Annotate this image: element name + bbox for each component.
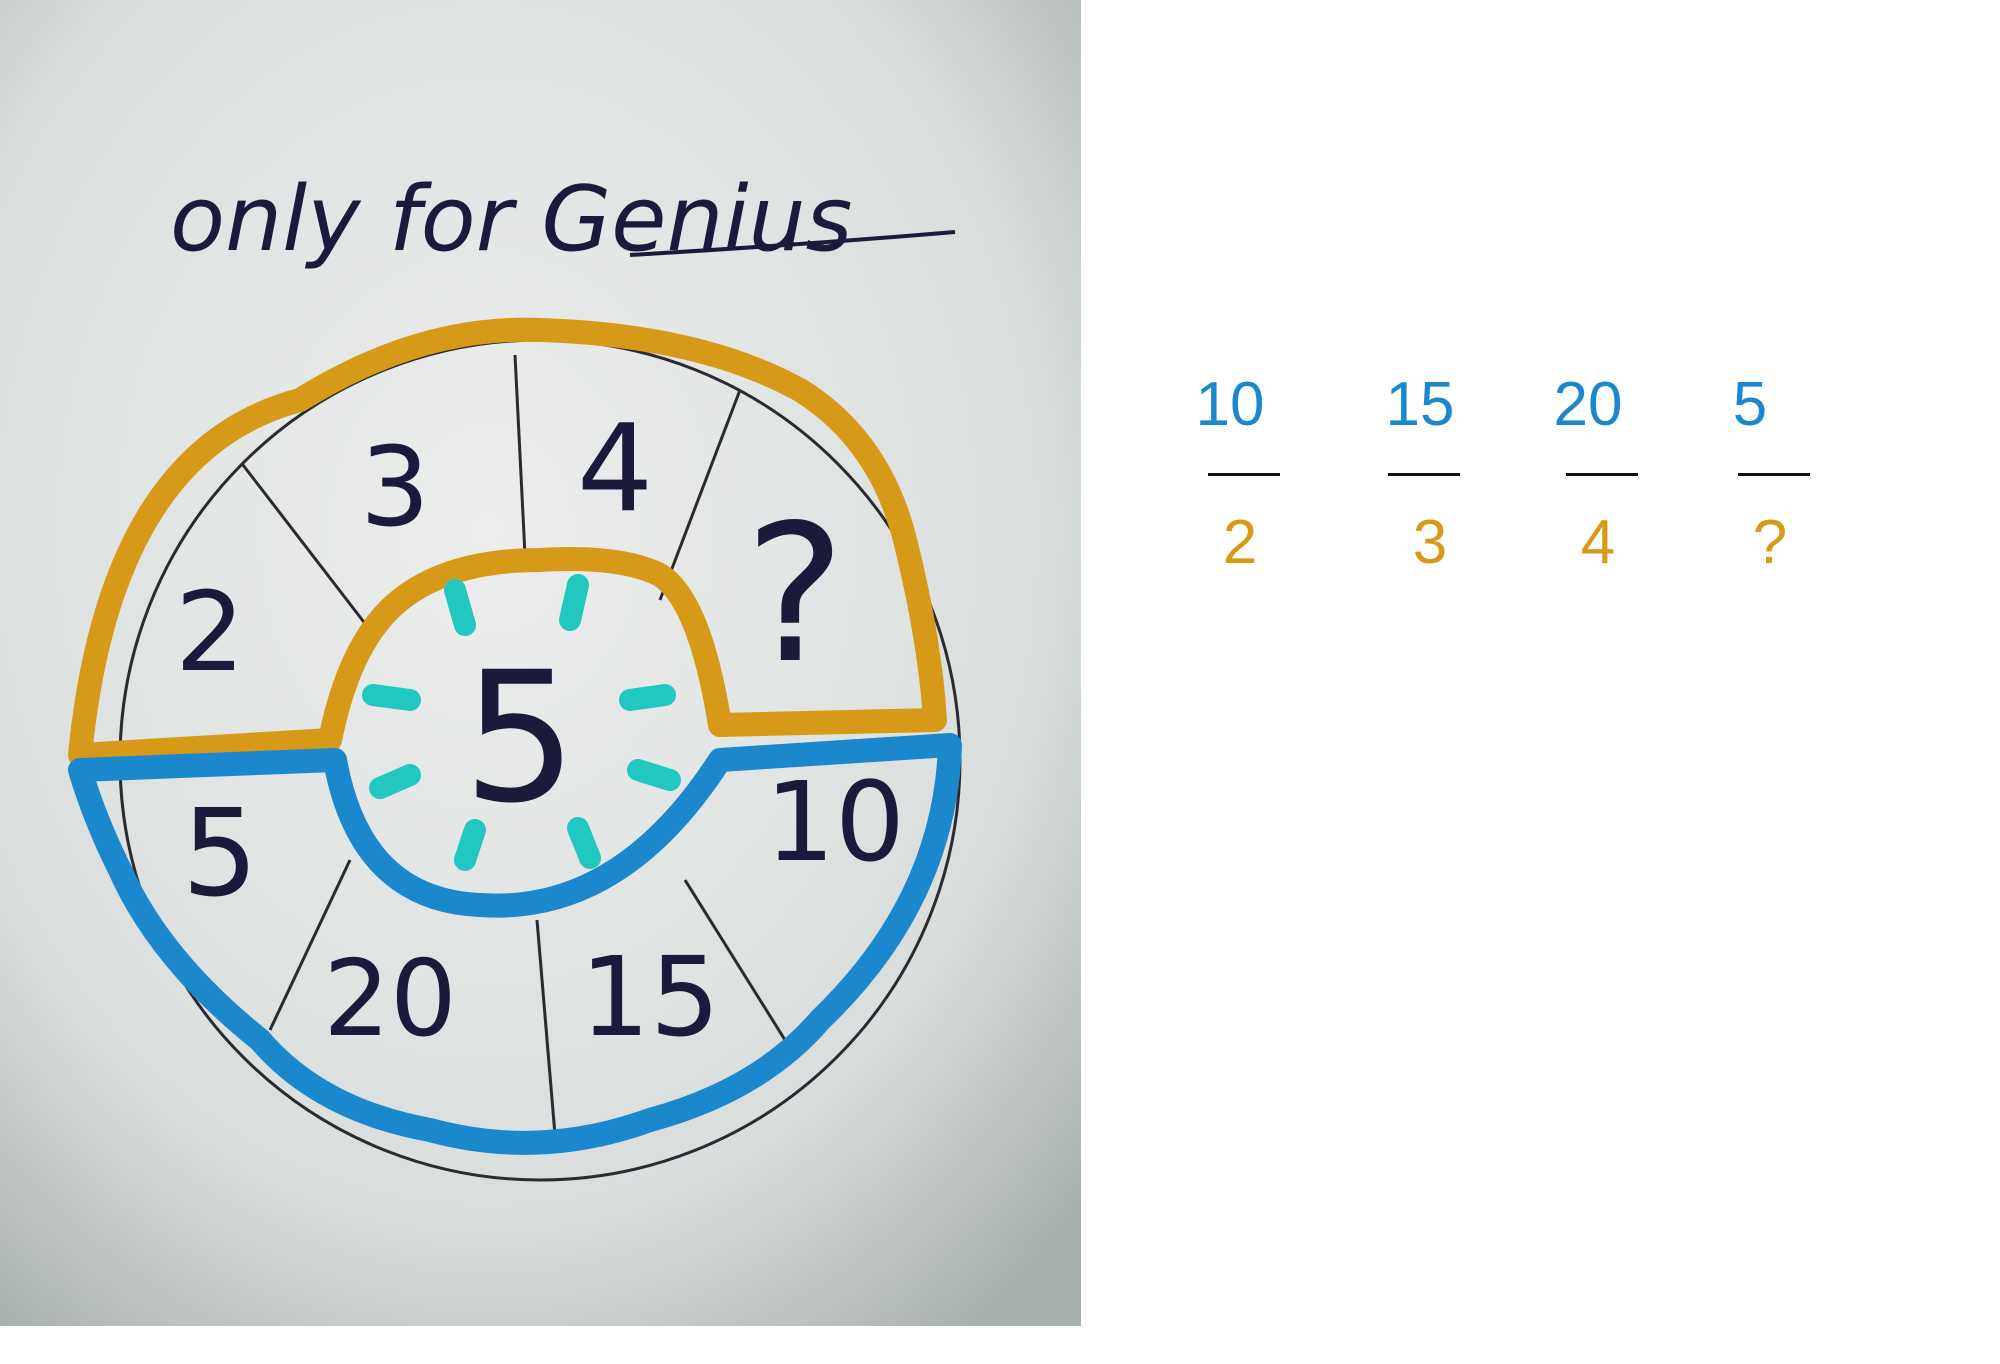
bottom-half-outline xyxy=(68,733,962,1155)
fraction-denominator: 4 xyxy=(1580,508,1616,577)
spoke-lines xyxy=(241,354,787,1136)
segment-top-2: 3 xyxy=(360,423,430,551)
top-half-outline xyxy=(68,317,947,767)
segment-top-3: 4 xyxy=(577,400,653,539)
fraction-numerator: 5 xyxy=(1732,370,1768,439)
fraction-bar xyxy=(1738,473,1810,476)
fraction-numerator: 10 xyxy=(1195,370,1265,439)
fraction-list: 10 2 15 3 20 4 5 ? xyxy=(1180,350,1880,610)
paper-background xyxy=(0,0,1081,1326)
fraction-item: 10 2 xyxy=(1180,350,1300,590)
fraction-item: 5 ? xyxy=(1710,350,1830,590)
fraction-denominator: ? xyxy=(1752,508,1788,577)
segment-bottom-2: 20 xyxy=(323,938,457,1060)
fraction-denominator: 2 xyxy=(1222,508,1258,577)
fraction-bar xyxy=(1208,473,1280,476)
fraction-numerator: 20 xyxy=(1553,370,1623,439)
segment-bottom-3: 15 xyxy=(580,933,720,1061)
fraction-bar xyxy=(1566,473,1638,476)
fraction-item: 15 3 xyxy=(1360,350,1480,590)
segment-top-1: 2 xyxy=(175,568,245,696)
segment-bottom-1: 5 xyxy=(182,785,258,924)
puzzle-drawing: only for Genius xyxy=(0,0,1081,1326)
title-underline xyxy=(629,230,956,257)
bottom-strip xyxy=(0,1326,2000,1364)
fraction-item: 20 4 xyxy=(1538,350,1658,590)
center-number: 5 xyxy=(463,634,578,843)
fraction-numerator: 15 xyxy=(1385,370,1455,439)
center-rays xyxy=(362,574,681,871)
segment-top-4: ? xyxy=(745,484,846,705)
puzzle-title: only for Genius xyxy=(170,167,852,272)
puzzle-photo: only for Genius xyxy=(0,0,1081,1326)
segment-bottom-4: 10 xyxy=(765,758,905,886)
fraction-bar xyxy=(1388,473,1460,476)
fraction-denominator: 3 xyxy=(1412,508,1448,577)
